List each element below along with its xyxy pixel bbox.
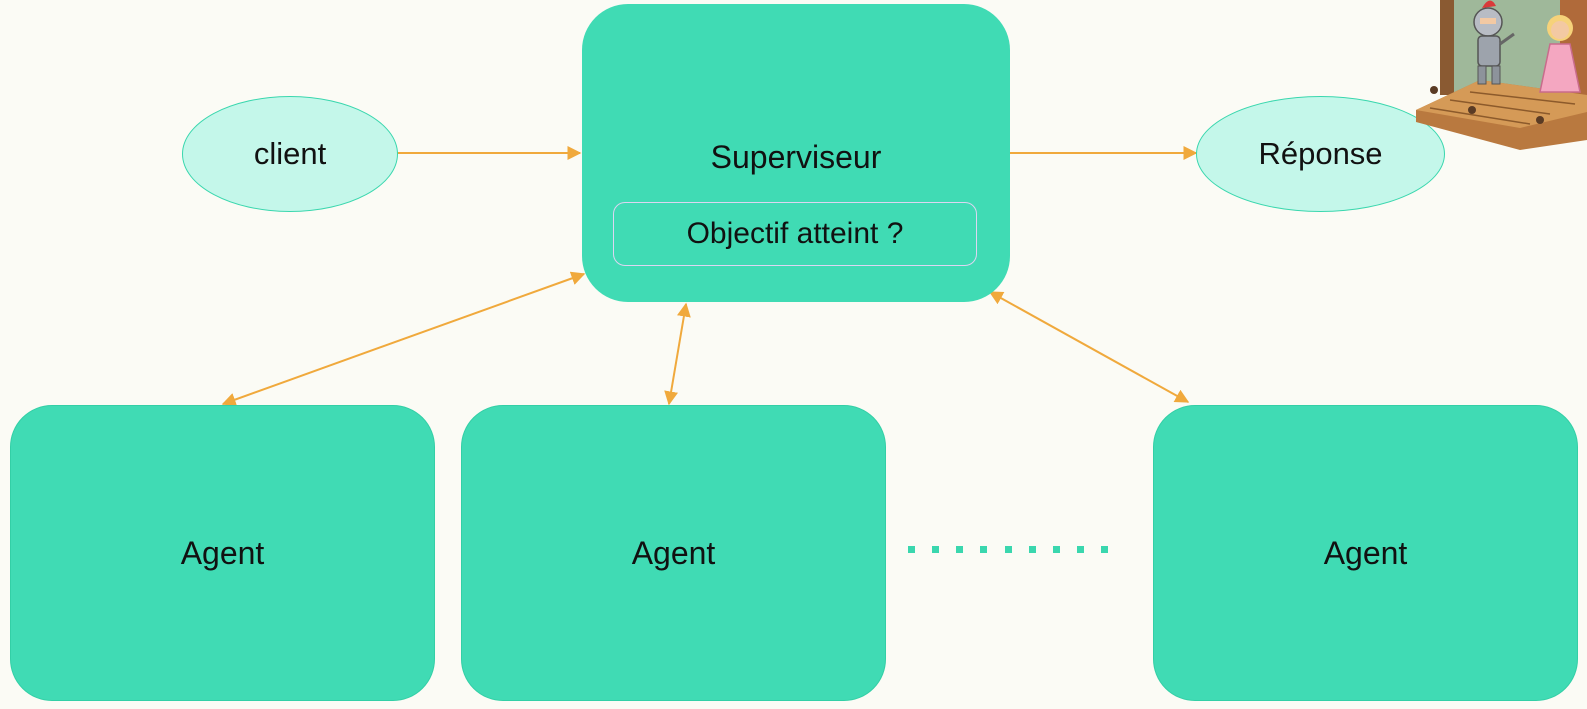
supervisor-label: Superviseur bbox=[710, 139, 882, 175]
ellipsis-dot bbox=[932, 546, 940, 553]
ellipsis-dot bbox=[908, 546, 915, 553]
arrow-supervisor-agent-3 bbox=[988, 291, 1190, 403]
ellipsis-dot bbox=[980, 546, 988, 553]
client-node: client bbox=[182, 96, 398, 212]
more-agents-ellipsis bbox=[908, 546, 1108, 554]
response-node: Réponse bbox=[1196, 96, 1445, 212]
agent-label: Agent bbox=[1323, 534, 1408, 571]
client-label: client bbox=[253, 136, 327, 171]
arrow-supervisor-agent-1 bbox=[221, 271, 586, 407]
agent-node-1: Agent bbox=[10, 405, 435, 701]
agent-label: Agent bbox=[631, 534, 716, 571]
agent-node-2: Agent bbox=[461, 405, 886, 701]
ellipsis-dot bbox=[1076, 546, 1084, 553]
goal-check-box: Objectif atteint ? bbox=[613, 202, 977, 266]
ellipsis-dot bbox=[1028, 546, 1036, 553]
ellipsis-dot bbox=[1004, 546, 1012, 553]
supervisor-node: Superviseur Objectif atteint ? bbox=[582, 4, 1010, 302]
agent-label: Agent bbox=[180, 534, 265, 571]
response-label: Réponse bbox=[1258, 136, 1383, 171]
ellipsis-dot bbox=[1101, 546, 1108, 553]
agent-node-3: Agent bbox=[1153, 405, 1578, 701]
goal-check-label: Objectif atteint ? bbox=[686, 217, 904, 250]
ellipsis-dot bbox=[956, 546, 964, 553]
ellipsis-dot bbox=[1052, 546, 1060, 553]
knight-and-princess-puppet-stage-icon bbox=[1416, 0, 1587, 150]
arrow-supervisor-agent-2 bbox=[664, 302, 691, 406]
